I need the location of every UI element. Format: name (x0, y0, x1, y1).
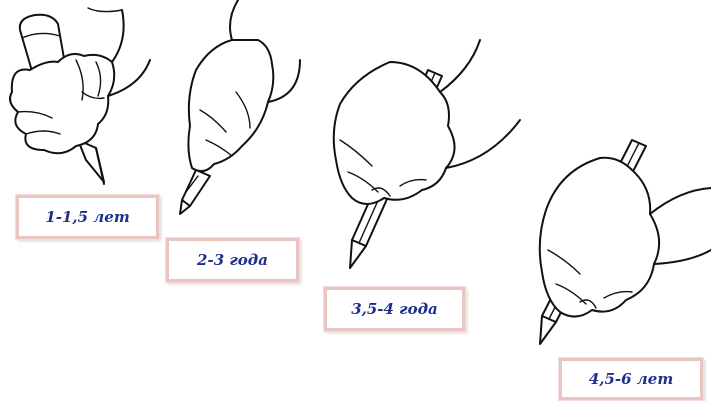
stage-label-3-text: 3,5-4 года (351, 300, 438, 318)
stage-label-1: 1-1,5 лет (16, 195, 159, 239)
fist-grip-hand-drawing (10, 8, 150, 184)
stage-label-2: 2-3 года (166, 238, 299, 282)
stage-label-4: 4,5-6 лет (559, 358, 703, 400)
mature-grip-hand-drawing (540, 140, 711, 344)
overhand-grip-hand-drawing (180, 0, 300, 214)
stage-label-2-text: 2-3 года (197, 251, 268, 269)
stage-label-4-text: 4,5-6 лет (589, 370, 673, 388)
tripod-grip-hand-drawing (334, 40, 520, 268)
stage-label-3: 3,5-4 года (324, 287, 465, 331)
stage-label-1-text: 1-1,5 лет (45, 208, 129, 226)
